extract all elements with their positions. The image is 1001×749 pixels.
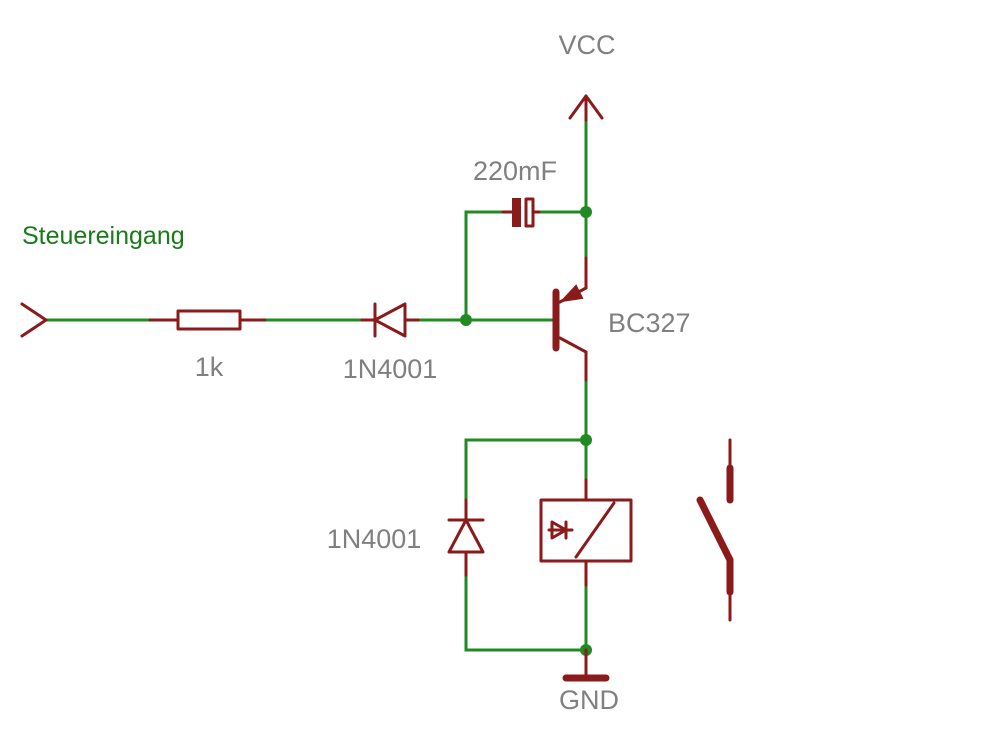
series-diode-symbol	[360, 302, 420, 338]
transistor-label: BC327	[608, 308, 691, 338]
ground-icon	[562, 648, 610, 682]
junctions	[460, 206, 592, 656]
capacitor-symbol	[501, 197, 541, 228]
resistor-symbol	[148, 309, 267, 331]
wires	[46, 118, 588, 652]
pnp-transistor-symbol	[552, 256, 588, 382]
flyback-diode-label: 1N4001	[327, 524, 422, 554]
input-signal-label: Steuereingang	[22, 222, 185, 250]
vcc-label: VCC	[558, 30, 615, 60]
capacitor-value-label: 220mF	[473, 156, 557, 186]
series-diode-label: 1N4001	[343, 354, 438, 384]
junction-collector-node	[580, 434, 592, 446]
resistor-value-label: 1k	[195, 352, 224, 382]
relay-coil-symbol	[539, 478, 633, 587]
input-connector-icon	[20, 302, 48, 338]
junction-base-node	[460, 314, 472, 326]
junction-vcc-node	[580, 206, 592, 218]
relay-switch-contact-symbol	[696, 438, 734, 622]
flyback-diode-symbol	[447, 498, 485, 577]
vcc-supply-icon	[568, 94, 604, 122]
gnd-label: GND	[559, 685, 619, 715]
